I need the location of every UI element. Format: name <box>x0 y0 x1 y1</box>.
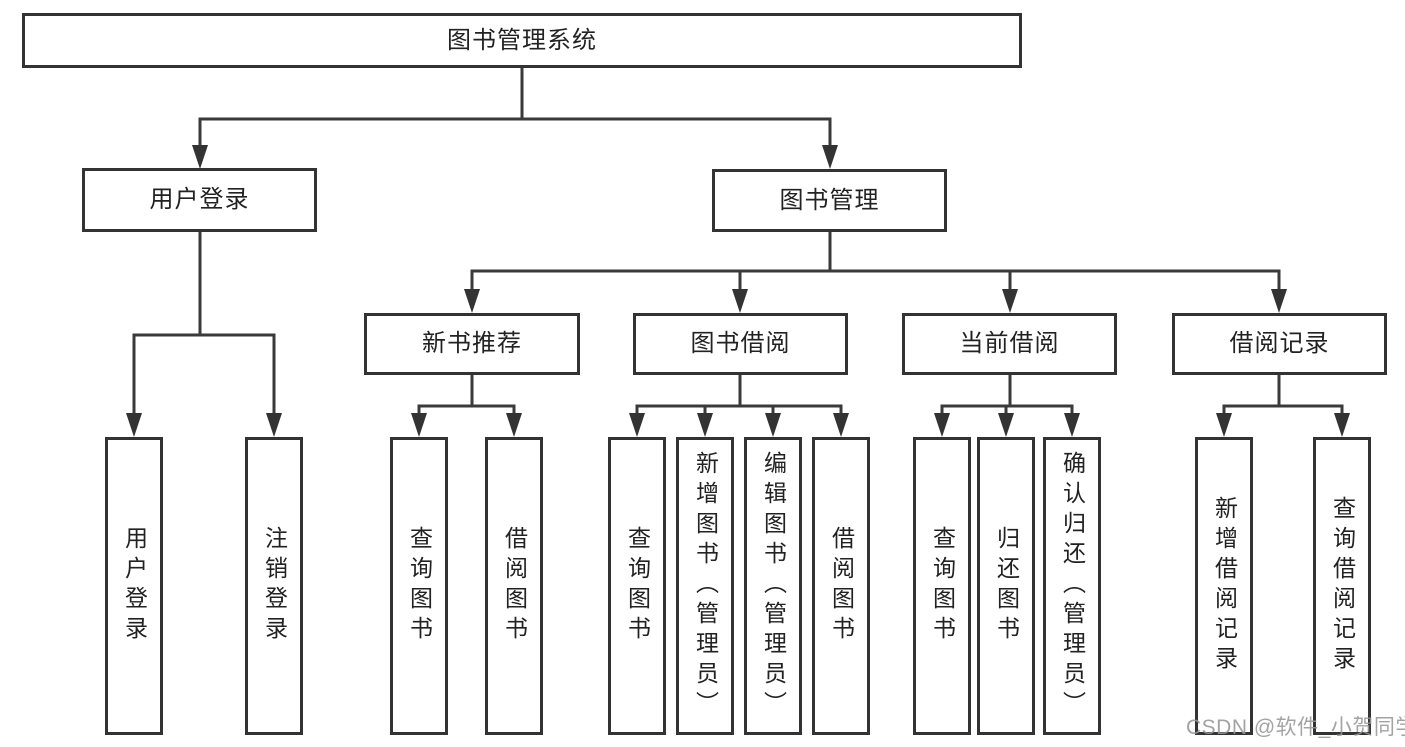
leaf-query-borrow-record: 查询借阅记录 <box>1313 437 1371 735</box>
leaf-label: 归还图书 <box>993 526 1020 646</box>
leaf-label: 查询图书 <box>406 526 433 646</box>
node-book-borrow: 图书借阅 <box>633 313 848 375</box>
node-library-management-system: 图书管理系统 <box>22 13 1022 68</box>
leaf-label: 新增借阅记录 <box>1211 496 1238 676</box>
leaf-label: 确认归还（管理员） <box>1059 451 1086 721</box>
leaf-label: 编辑图书（管理员） <box>760 451 787 721</box>
leaf-edit-books-admin: 编辑图书（管理员） <box>744 437 802 735</box>
leaf-label: 查询图书 <box>624 526 651 646</box>
node-borrow-records: 借阅记录 <box>1172 313 1387 375</box>
leaf-add-borrow-record: 新增借阅记录 <box>1195 437 1253 735</box>
node-new-book-recommend: 新书推荐 <box>364 313 580 375</box>
node-label: 图书管理系统 <box>447 26 597 54</box>
leaf-user-login: 用户登录 <box>105 437 163 735</box>
leaf-logout: 注销登录 <box>245 437 303 735</box>
leaf-return-books: 归还图书 <box>977 437 1035 735</box>
node-current-borrow: 当前借阅 <box>902 313 1117 375</box>
leaf-label: 借阅图书 <box>828 526 855 646</box>
leaf-label: 查询借阅记录 <box>1329 496 1356 676</box>
node-label: 借阅记录 <box>1229 330 1330 357</box>
csdn-watermark: CSDN @软件_小贺同学 <box>1186 716 1405 739</box>
leaf-label: 借阅图书 <box>501 526 528 646</box>
leaf-label: 新增图书（管理员） <box>692 451 719 721</box>
leaf-add-books-admin: 新增图书（管理员） <box>676 437 734 735</box>
leaf-label: 注销登录 <box>261 526 288 646</box>
node-label: 当前借阅 <box>959 330 1060 357</box>
node-label: 图书借阅 <box>690 330 791 357</box>
leaf-borrow-query-books: 查询图书 <box>608 437 666 735</box>
node-book-management: 图书管理 <box>712 169 947 232</box>
leaf-current-query-books: 查询图书 <box>913 437 971 735</box>
leaf-borrow-books: 借阅图书 <box>812 437 870 735</box>
node-label: 新书推荐 <box>422 330 522 357</box>
leaf-recommend-query-books: 查询图书 <box>390 437 448 735</box>
node-label: 用户登录 <box>149 186 250 213</box>
arrowheads <box>126 145 1350 437</box>
leaf-confirm-return-admin: 确认归还（管理员） <box>1043 437 1101 735</box>
node-label: 图书管理 <box>779 186 880 214</box>
node-user-login: 用户登录 <box>82 168 317 232</box>
leaf-label: 用户登录 <box>121 526 148 646</box>
leaf-recommend-borrow-books: 借阅图书 <box>485 437 543 735</box>
leaf-label: 查询图书 <box>929 526 956 646</box>
